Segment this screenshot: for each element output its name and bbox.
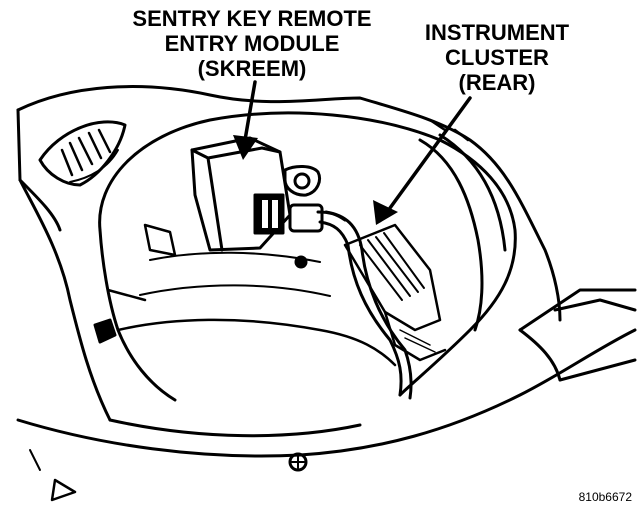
cluster-bezel [418,138,484,332]
skreem-callout-label: SENTRY KEY REMOTE ENTRY MODULE (SKREEM) [92,6,412,81]
leader-arrows [243,80,472,210]
air-vent [38,120,127,187]
steering-column-cover [518,288,637,382]
arrow-to-skreem [243,80,257,142]
skreem-label-line-3: (SKREEM) [197,56,307,81]
skreem-label-line-1: SENTRY KEY REMOTE [132,6,372,31]
cluster-callout-label: INSTRUMENT CLUSTER (REAR) [392,20,602,95]
arrowhead-cluster [373,200,398,225]
cavity-floor [116,318,397,367]
cluster-opening [98,111,517,397]
arrow-to-cluster [388,96,472,210]
dash-left-edge [16,108,112,422]
panel-clips [29,223,308,502]
dash-top-contour [16,85,562,322]
cluster-label-line-2: CLUSTER [445,45,549,70]
skreem-label-line-2: ENTRY MODULE [164,31,340,56]
mounting-boss [283,165,321,269]
cluster-label-line-1: INSTRUMENT [424,20,570,45]
cluster-label-line-3: (REAR) [458,70,536,95]
dash-lower-contour [16,328,637,458]
figure-number: 810b6672 [578,490,632,504]
arrowhead-skreem [233,135,258,160]
wire-harness [288,203,413,400]
